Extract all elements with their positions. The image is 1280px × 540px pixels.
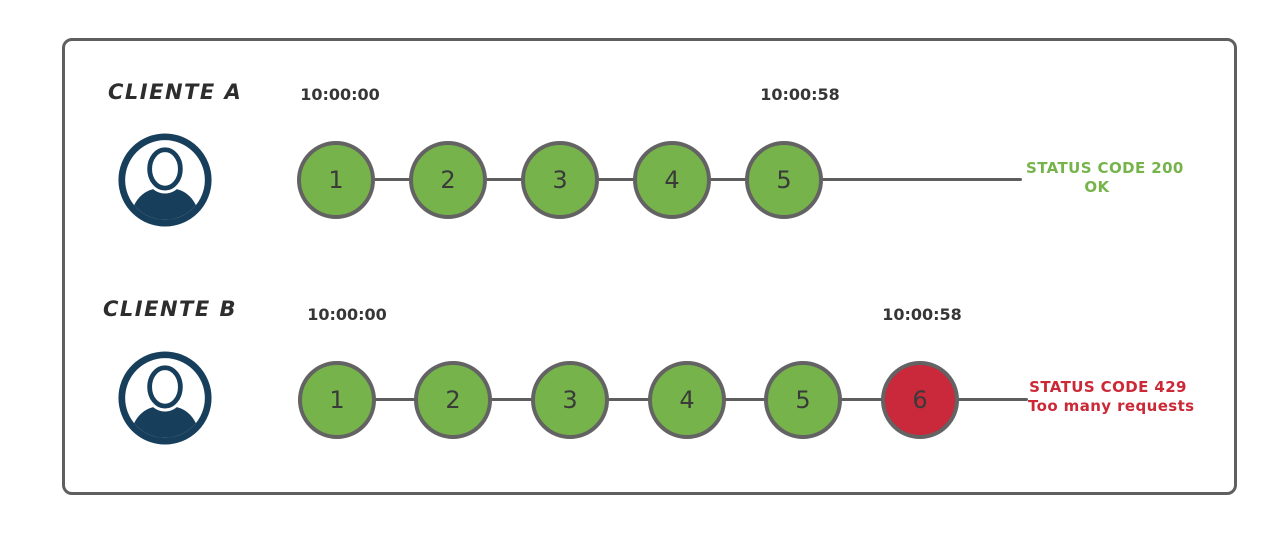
client-a-start-time: 10:00:00 bbox=[300, 85, 380, 104]
diagram-border bbox=[62, 38, 1237, 495]
request-circle-b4: 4 bbox=[648, 361, 726, 439]
request-circle-a3: 3 bbox=[521, 141, 599, 219]
client-a-status: STATUS CODE 200 OK bbox=[1026, 159, 1184, 197]
status-code-line: STATUS CODE 429 bbox=[1029, 378, 1187, 396]
client-b-end-time: 10:00:58 bbox=[882, 305, 962, 324]
status-message-line: OK bbox=[1084, 178, 1110, 196]
request-circle-b6-rejected: 6 bbox=[881, 361, 959, 439]
client-b-label: CLIENTE B bbox=[103, 297, 238, 321]
request-circle-b5: 5 bbox=[764, 361, 842, 439]
user-icon bbox=[118, 133, 212, 227]
request-number: 5 bbox=[776, 166, 792, 194]
client-a-end-time: 10:00:58 bbox=[760, 85, 840, 104]
request-circle-a4: 4 bbox=[633, 141, 711, 219]
request-number: 5 bbox=[795, 386, 811, 414]
user-icon bbox=[118, 351, 212, 445]
status-code-line: STATUS CODE 200 bbox=[1026, 159, 1184, 177]
request-number: 3 bbox=[552, 166, 568, 194]
request-circle-b3: 3 bbox=[531, 361, 609, 439]
request-number: 1 bbox=[328, 166, 344, 194]
request-number: 4 bbox=[664, 166, 680, 194]
request-number: 6 bbox=[912, 386, 928, 414]
request-number: 3 bbox=[562, 386, 578, 414]
request-circle-a2: 2 bbox=[409, 141, 487, 219]
request-number: 2 bbox=[445, 386, 461, 414]
client-b-status: STATUS CODE 429 Too many requests bbox=[1028, 378, 1195, 416]
request-circle-a5: 5 bbox=[745, 141, 823, 219]
request-circle-b2: 2 bbox=[414, 361, 492, 439]
request-circle-a1: 1 bbox=[297, 141, 375, 219]
request-number: 4 bbox=[679, 386, 695, 414]
request-circle-b1: 1 bbox=[298, 361, 376, 439]
request-number: 1 bbox=[329, 386, 345, 414]
status-message-line: Too many requests bbox=[1028, 397, 1195, 415]
client-a-label: CLIENTE A bbox=[108, 80, 243, 104]
client-b-start-time: 10:00:00 bbox=[307, 305, 387, 324]
request-number: 2 bbox=[440, 166, 456, 194]
